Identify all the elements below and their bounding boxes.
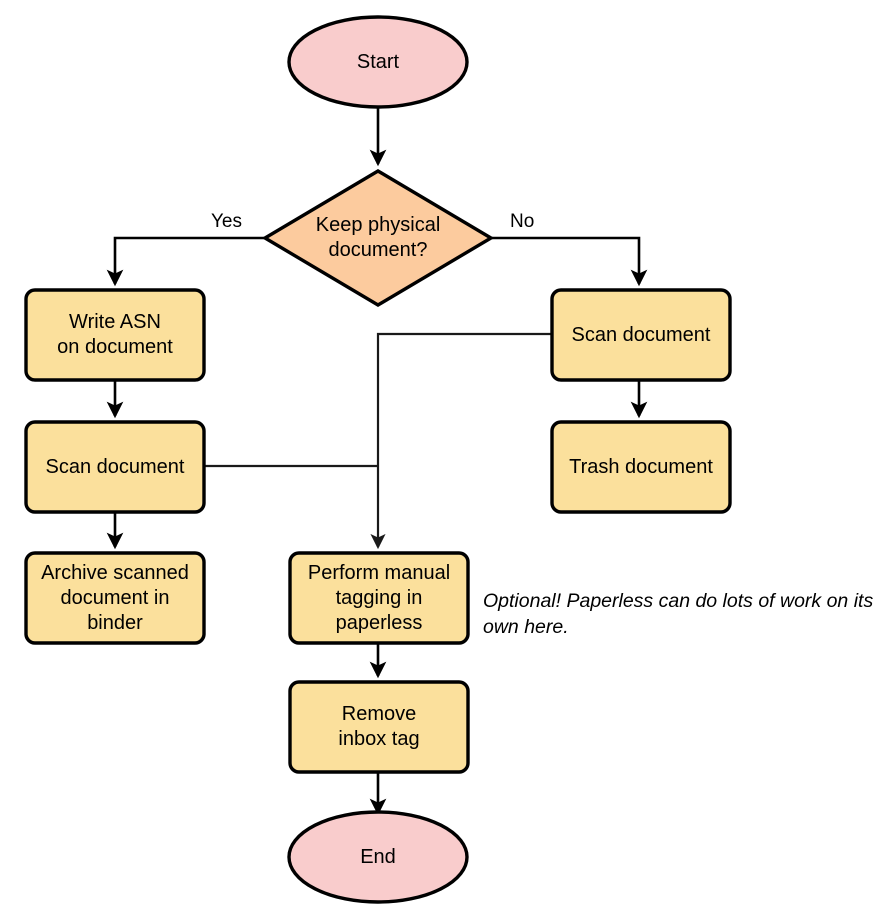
edge-scanright-to-tagging: [370, 332, 552, 550]
node-write-asn-shape: [24, 288, 206, 382]
edge-label-no: No: [510, 211, 535, 232]
edge-label-yes: Yes: [211, 211, 242, 232]
node-start-shape: [287, 15, 469, 109]
merge-edge-group: [204, 332, 552, 550]
node-trash-shape: [550, 420, 732, 514]
node-end-shape: [287, 810, 469, 904]
node-archive-shape: [24, 551, 206, 645]
node-scan-right-shape: [550, 288, 732, 382]
edge-group: [106, 108, 648, 816]
node-scan-left-shape: [24, 420, 206, 514]
edge-decision-yes: [106, 236, 264, 287]
annotation-optional-note: Optional! Paperless can do lots of work …: [483, 590, 874, 638]
node-decision-shape: [261, 169, 495, 307]
node-remove-inbox-shape: [288, 680, 470, 774]
node-tagging-shape: [288, 551, 470, 645]
edge-decision-no: [492, 236, 648, 287]
